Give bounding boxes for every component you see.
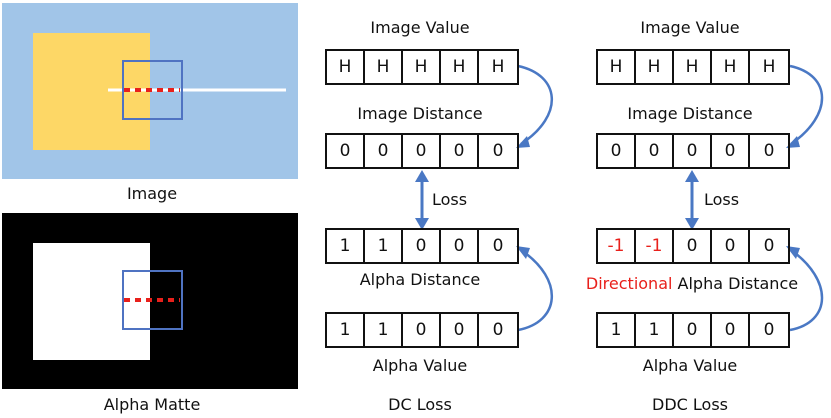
cell: H — [327, 51, 365, 83]
cell: 0 — [674, 314, 712, 346]
ddc-image-value-label: Image Value — [640, 18, 740, 37]
cell: 0 — [492, 236, 504, 256]
dc-loss-arrowhead-up — [415, 170, 429, 182]
ddc-image-distance-label: Image Distance — [627, 104, 753, 123]
dc-image-value-label: Image Value — [370, 18, 470, 37]
ddc-alpha-distance-row: -1 -1 0 0 0 — [596, 228, 790, 264]
ddc-alpha-distance-label: Directional Alpha Distance — [586, 274, 798, 294]
cell: H — [762, 57, 776, 77]
ddc-curve-arrow-top — [789, 64, 824, 146]
ddc-image-value-row: H H H H H — [596, 49, 790, 85]
cell: H — [674, 51, 712, 83]
cell: 0 — [403, 230, 441, 262]
cell: 0 — [492, 320, 504, 340]
dc-alpha-distance-row: 1 1 0 0 0 — [325, 228, 519, 264]
dc-alpha-value-label: Alpha Value — [372, 356, 468, 375]
ddc-loss-arrowhead-up — [685, 170, 699, 182]
dc-loss-arrowhead-down — [415, 218, 429, 230]
cell: H — [441, 51, 479, 83]
ddc-image-distance-row: 0 0 0 0 0 — [596, 133, 790, 169]
dc-curve-arrowhead-top — [516, 136, 530, 148]
cell: 0 — [763, 320, 775, 340]
cell: H — [403, 51, 441, 83]
cell: 0 — [712, 314, 750, 346]
cell: 0 — [441, 135, 479, 167]
cell: 0 — [598, 135, 636, 167]
ddc-loss-arrowhead-down — [685, 218, 699, 230]
cell: 0 — [763, 141, 775, 161]
ddc-loss-caption: DDC Loss — [652, 395, 728, 414]
ddc-alpha-value-label: Alpha Value — [642, 356, 738, 375]
cell: 0 — [492, 141, 504, 161]
cell: 0 — [763, 236, 775, 256]
alpha-distance-label: Alpha Distance — [677, 274, 799, 293]
dc-image-value-row: H H H H H — [325, 49, 519, 85]
cell: 0 — [712, 230, 750, 262]
dc-alpha-distance-label: Alpha Distance — [359, 270, 481, 289]
cell: 1 — [327, 314, 365, 346]
cell: 1 — [327, 230, 365, 262]
ddc-alpha-value-row: 1 1 0 0 0 — [596, 312, 790, 348]
dc-curve-arrow-bottom — [517, 248, 553, 332]
cell: -1 — [636, 230, 674, 262]
alpha-focus-box — [122, 270, 183, 330]
cell: 0 — [712, 135, 750, 167]
cell: -1 — [598, 230, 636, 262]
cell: 0 — [441, 314, 479, 346]
ddc-curve-arrow-bottom — [789, 248, 824, 332]
cell: H — [712, 51, 750, 83]
cell: 0 — [403, 314, 441, 346]
dc-alpha-value-row: 1 1 0 0 0 — [325, 312, 519, 348]
cell: H — [598, 51, 636, 83]
cell: 1 — [636, 314, 674, 346]
cell: 0 — [674, 135, 712, 167]
cell: 0 — [403, 135, 441, 167]
dc-image-distance-row: 0 0 0 0 0 — [325, 133, 519, 169]
cell: 1 — [598, 314, 636, 346]
alpha-matte-caption: Alpha Matte — [103, 395, 201, 414]
cell: 0 — [441, 230, 479, 262]
dc-loss-caption: DC Loss — [388, 395, 452, 414]
cell: 1 — [365, 314, 403, 346]
ddc-loss-label: Loss — [704, 190, 740, 209]
dc-curve-arrow-top — [517, 64, 553, 146]
cell: 0 — [365, 135, 403, 167]
dc-curve-arrowhead-bottom — [516, 246, 530, 259]
cell: H — [365, 51, 403, 83]
cell: H — [636, 51, 674, 83]
directional-label: Directional — [585, 274, 673, 293]
cell: H — [491, 57, 505, 77]
focus-box — [122, 60, 183, 120]
cell: 1 — [365, 230, 403, 262]
dc-image-distance-label: Image Distance — [357, 104, 483, 123]
image-caption: Image — [126, 184, 178, 203]
cell: 0 — [636, 135, 674, 167]
dc-loss-label: Loss — [432, 190, 468, 209]
alpha-foreground — [33, 243, 150, 360]
cell: 0 — [327, 135, 365, 167]
cell: 0 — [674, 230, 712, 262]
